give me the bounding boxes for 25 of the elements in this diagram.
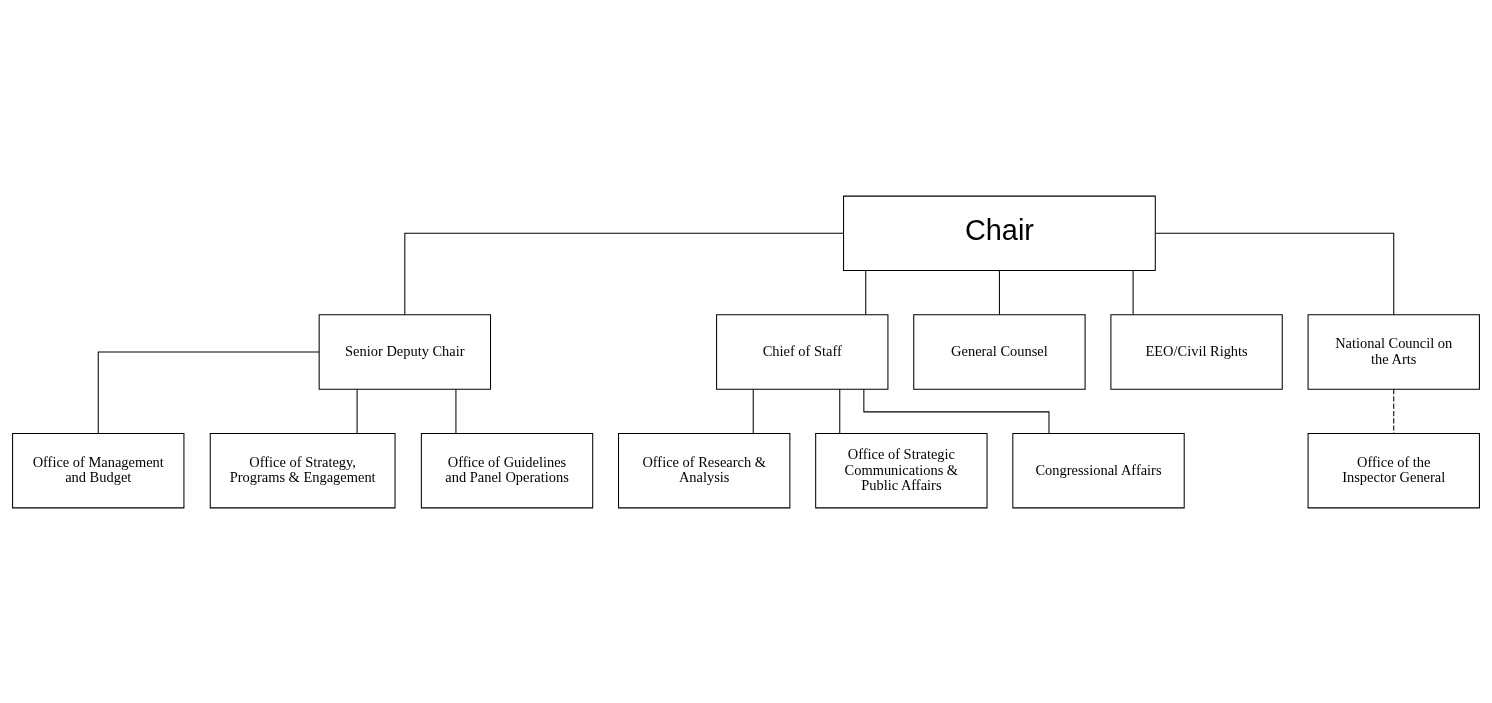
node-box: Chief of Staff [716,313,889,390]
node-box: National Council on the Arts [1307,313,1480,390]
connector [998,269,1000,315]
connector [356,388,358,434]
node-box: Office of Guidelines and Panel Operations [420,432,594,508]
connector [1132,269,1134,315]
connector [404,232,844,315]
connector [839,388,841,434]
node-box: Office of Strategic Communications & Public Affairs [815,432,988,508]
connector [865,269,867,315]
node-box: EEO/Civil Rights [1110,313,1283,390]
node-box: Office of Strategy, Programs & Engagement [209,432,396,508]
connector [863,388,1050,434]
node-box: Office of Management and Budget [12,432,185,508]
connector [1155,232,1395,315]
connector [455,388,457,434]
connector [97,351,320,434]
node-box: Office of the Inspector General [1307,432,1480,508]
node-box: Congressional Affairs [1012,432,1185,508]
connector [752,388,754,434]
node-box: Office of Research & Analysis [618,432,791,508]
node-box: Senior Deputy Chair [318,313,492,390]
node-box: Chair [843,195,1156,271]
connector [1393,388,1395,434]
node-box: General Counsel [913,313,1086,390]
